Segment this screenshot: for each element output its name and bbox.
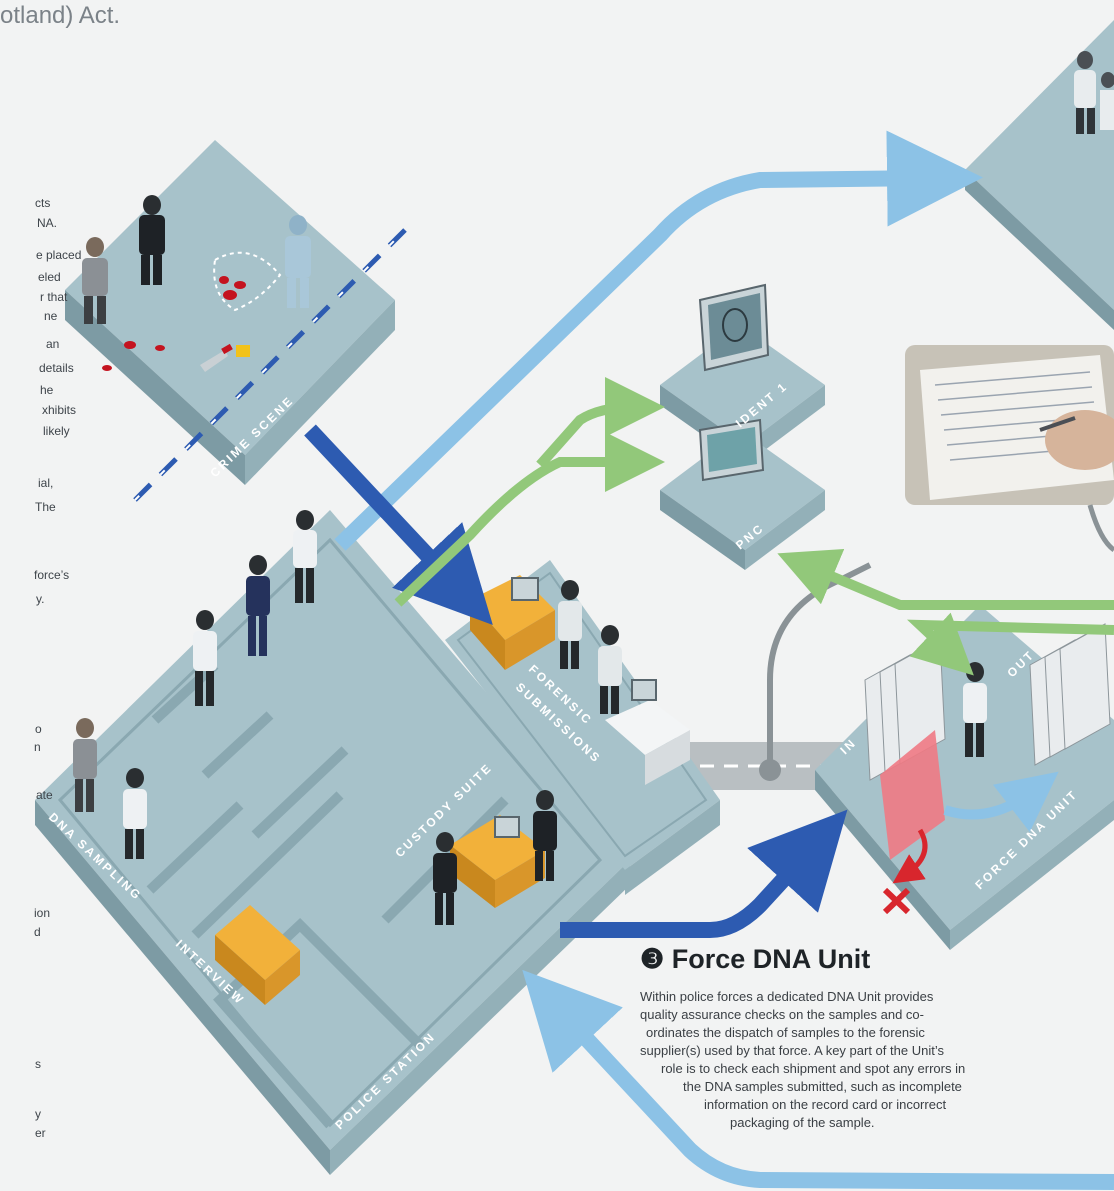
section-title: ❸ Force DNA Unit (640, 944, 870, 975)
left-text-fragment: s (35, 1057, 41, 1071)
section-number: ❸ (640, 944, 665, 974)
left-text-fragment: cts (35, 196, 51, 210)
section-description-line: the DNA samples submitted, such as incom… (683, 1079, 962, 1094)
left-text-fragment: xhibits (42, 403, 77, 417)
section-description-line: packaging of the sample. (730, 1115, 875, 1130)
top-right-platform (965, 20, 1114, 330)
person-figure-icon (82, 237, 108, 324)
left-text-fragment: ion (34, 906, 51, 920)
person-figure-icon (246, 555, 270, 656)
hand-icon (1045, 410, 1114, 470)
left-text-fragment: ne (44, 309, 58, 323)
left-text-fragment: he (40, 383, 54, 397)
computer-monitor-icon (494, 816, 520, 838)
person-figure-icon (123, 768, 147, 859)
section-description-line: Within police forces a dedicated DNA Uni… (640, 989, 934, 1004)
left-text-fragment: y. (36, 592, 45, 606)
left-text-fragment: o (35, 722, 42, 736)
arrow-reject (892, 828, 928, 884)
person-figure-icon (73, 718, 97, 812)
person-figure-icon (293, 510, 317, 603)
pen-icon (1039, 416, 1076, 432)
ident1-terminal (660, 283, 825, 465)
arrow-station-to-dna-unit (560, 809, 848, 938)
left-text-fragment: ate (36, 788, 53, 802)
left-text-fragment: eled (38, 270, 61, 284)
person-figure-icon (963, 662, 987, 757)
pnc-terminal (660, 418, 825, 570)
computer-monitor-icon (631, 679, 657, 701)
connector-grey-line (1087, 504, 1114, 553)
left-text-fragment: likely (43, 424, 70, 438)
left-text-fragment: details (39, 361, 74, 375)
arrow-station-to-database (334, 130, 983, 551)
person-figure-icon (193, 610, 217, 706)
fingerprint-icon (722, 308, 748, 342)
left-text-fragment: an (46, 337, 60, 351)
section-description-line: role is to check each shipment and spot … (661, 1061, 966, 1076)
header-fragment: otland) Act. (0, 2, 121, 29)
left-text-fragment: The (35, 500, 56, 514)
left-text-fragment: e placed (36, 248, 82, 262)
section-description-line: supplier(s) used by that force. A key pa… (640, 1043, 944, 1058)
left-text-fragment: NA. (37, 216, 58, 230)
left-text-fragment: er (35, 1126, 46, 1140)
evidence-marker-icon (236, 345, 250, 357)
left-text-fragment: y (35, 1107, 41, 1121)
left-text-fragment: ial, (38, 476, 54, 490)
person-figure-icon (285, 215, 311, 308)
person-figure-icon (558, 580, 582, 669)
person-figure-icon (598, 625, 622, 714)
section-description-line: quality assurance checks on the samples … (640, 1007, 924, 1022)
rejected-sample-card (880, 730, 945, 860)
knife-icon (200, 343, 233, 372)
police-station-platform (35, 510, 630, 1175)
person-figure-icon (1100, 72, 1114, 130)
form-photo (905, 345, 1114, 505)
person-figure-icon (139, 195, 165, 285)
body-outline-icon (213, 251, 282, 312)
left-text-fragment: d (34, 925, 41, 939)
left-text-fragment: n (34, 740, 41, 754)
crime-scene-platform (65, 140, 407, 502)
arrow-to-dna-unit (906, 612, 1114, 676)
arrow-to-pnc-from-unit (777, 548, 1114, 610)
section-title-text: Force DNA Unit (671, 944, 871, 974)
arrow-return-to-station (522, 969, 1114, 1190)
left-text-fragment: force’s (34, 568, 70, 582)
sample-stack-out (1029, 623, 1111, 766)
section-description-line: information on the record card or incorr… (704, 1097, 947, 1112)
section-description-line: ordinates the dispatch of samples to the… (646, 1025, 925, 1040)
computer-monitor-icon (698, 283, 770, 372)
computer-monitor-icon (698, 418, 765, 482)
arrow-dna-unit-internal (943, 771, 1059, 833)
left-text-fragment: r that (40, 290, 68, 304)
desk-icon (450, 815, 545, 908)
blood-stain-icon (102, 276, 246, 371)
arrow-to-pnc (394, 432, 665, 607)
person-figure-icon (433, 832, 457, 925)
person-figure-icon (1074, 51, 1096, 134)
red-x-icon (882, 887, 911, 915)
person-figure-icon (533, 790, 557, 881)
computer-monitor-icon (511, 577, 539, 601)
arrow-to-ident1 (536, 377, 665, 469)
desk-icon (605, 700, 690, 785)
desk-icon (215, 905, 300, 1005)
